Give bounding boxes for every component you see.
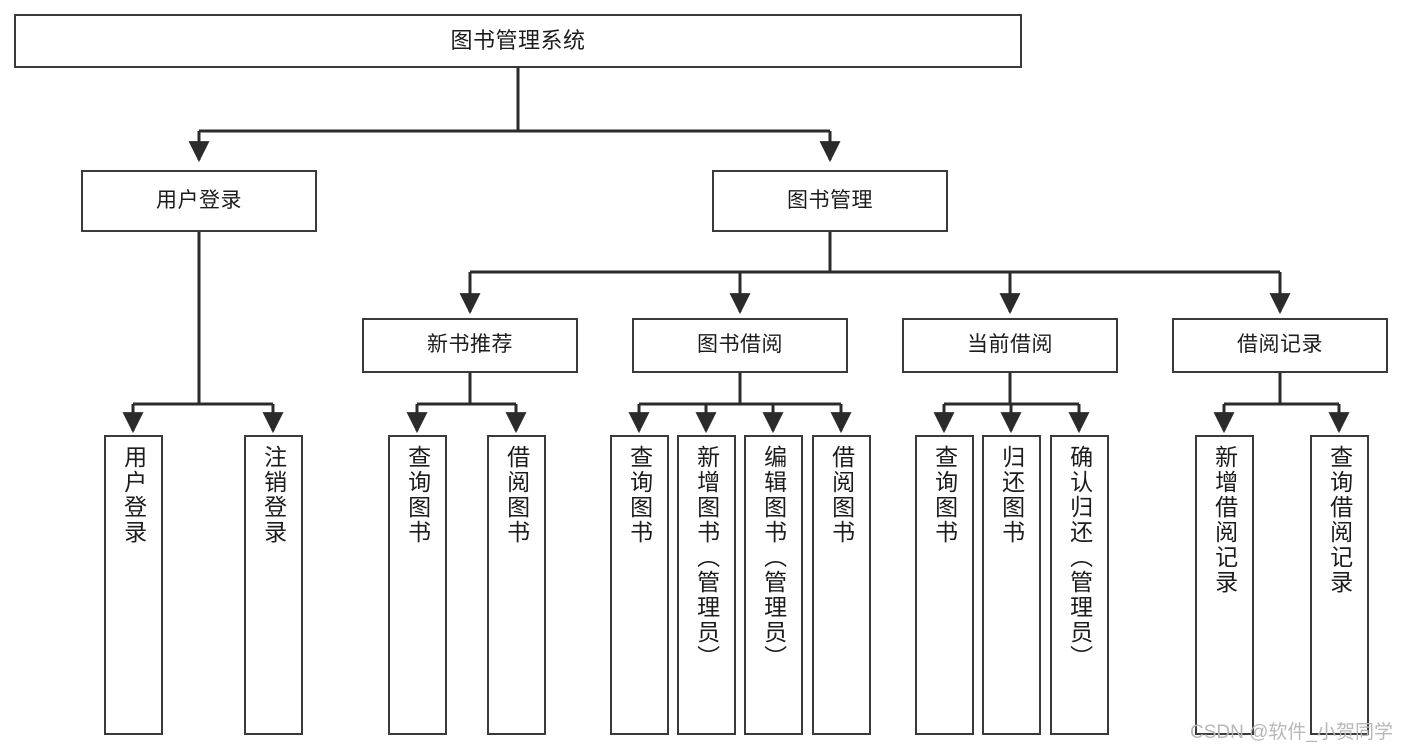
node-current-borrow[interactable]: 当前借阅 xyxy=(902,318,1118,373)
leaf-new-book-query[interactable]: 查询图书 xyxy=(388,435,447,735)
node-label: 编辑图书（管理员） xyxy=(760,445,787,670)
node-label: 用户登录 xyxy=(120,445,147,545)
leaf-current-borrow-confirm[interactable]: 确认归还（管理员） xyxy=(1050,435,1109,735)
node-borrow-record[interactable]: 借阅记录 xyxy=(1172,318,1388,373)
leaf-book-borrow-add[interactable]: 新增图书（管理员） xyxy=(677,435,736,735)
node-label: 当前借阅 xyxy=(967,333,1053,357)
leaf-borrow-record-add[interactable]: 新增借阅记录 xyxy=(1195,435,1254,735)
node-label: 新增图书（管理员） xyxy=(693,445,720,670)
watermark-text: CSDN @软件_小贺同学 xyxy=(1190,722,1393,743)
leaf-new-book-borrow[interactable]: 借阅图书 xyxy=(487,435,546,735)
node-label: 借阅图书 xyxy=(828,445,855,545)
node-label: 借阅图书 xyxy=(503,445,530,545)
node-book-borrow[interactable]: 图书借阅 xyxy=(632,318,848,373)
node-new-book-recommend[interactable]: 新书推荐 xyxy=(362,318,578,373)
node-label: 注销登录 xyxy=(260,445,287,545)
leaf-user-login-login[interactable]: 用户登录 xyxy=(104,435,163,735)
node-label: 确认归还（管理员） xyxy=(1066,445,1093,670)
node-label: 图书管理系统 xyxy=(450,28,586,54)
node-label: 用户登录 xyxy=(156,188,242,212)
node-user-login[interactable]: 用户登录 xyxy=(81,170,317,232)
leaf-borrow-record-query[interactable]: 查询借阅记录 xyxy=(1310,435,1369,735)
node-label: 图书管理 xyxy=(787,188,873,212)
node-root-system[interactable]: 图书管理系统 xyxy=(14,14,1022,68)
node-label: 查询图书 xyxy=(931,445,958,545)
node-label: 查询图书 xyxy=(404,445,431,545)
leaf-book-borrow-edit[interactable]: 编辑图书（管理员） xyxy=(744,435,803,735)
node-label: 新书推荐 xyxy=(427,333,513,357)
node-label: 新增借阅记录 xyxy=(1211,445,1238,595)
leaf-book-borrow-borrow[interactable]: 借阅图书 xyxy=(812,435,871,735)
leaf-book-borrow-query[interactable]: 查询图书 xyxy=(610,435,669,735)
node-label: 图书借阅 xyxy=(697,333,783,357)
leaf-user-login-logout[interactable]: 注销登录 xyxy=(244,435,303,735)
node-book-management[interactable]: 图书管理 xyxy=(712,170,948,232)
node-label: 查询借阅记录 xyxy=(1326,445,1353,595)
leaf-current-borrow-query[interactable]: 查询图书 xyxy=(915,435,974,735)
node-label: 查询图书 xyxy=(626,445,653,545)
node-label: 借阅记录 xyxy=(1237,333,1323,357)
leaf-current-borrow-return[interactable]: 归还图书 xyxy=(982,435,1041,735)
node-label: 归还图书 xyxy=(998,445,1025,545)
